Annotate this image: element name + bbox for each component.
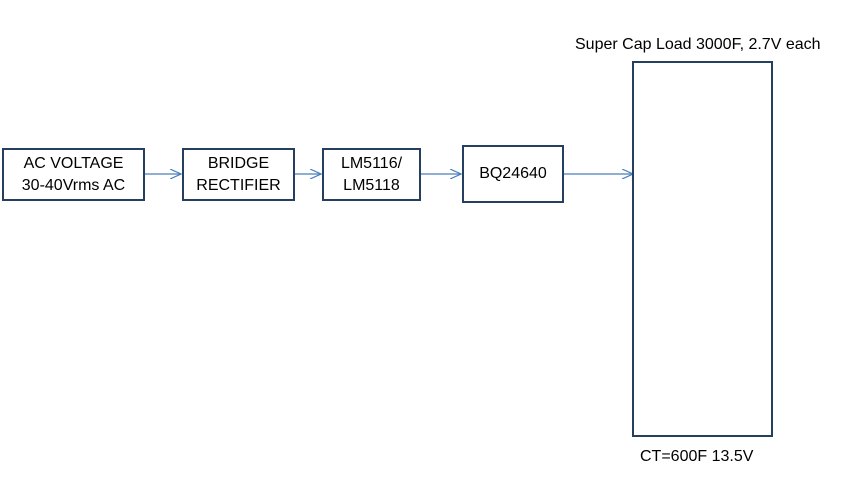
ac-voltage-line-2: 30-40Vrms AC <box>21 176 126 194</box>
super-cap-load-block <box>632 61 773 437</box>
charger-label: BQ24640 <box>479 165 547 182</box>
regulator-block: LM5116/ LM5118 <box>322 148 421 201</box>
total-capacitance-caption: CT=600F 13.5V <box>640 448 754 465</box>
super-cap-load-caption: Super Cap Load 3000F, 2.7V each <box>575 36 821 53</box>
regulator-line-2: LM5118 <box>343 176 400 194</box>
regulator-line-1: LM5116/ <box>340 154 403 172</box>
bridge-rectifier-block: BRIDGE RECTIFIER <box>182 148 295 201</box>
bridge-rectifier-line-2: RECTIFIER <box>196 176 281 194</box>
ac-voltage-block: AC VOLTAGE 30-40Vrms AC <box>2 148 145 201</box>
ac-voltage-line-1: AC VOLTAGE <box>23 154 124 172</box>
bridge-rectifier-line-1: BRIDGE <box>207 154 270 172</box>
charger-block: BQ24640 <box>462 145 564 203</box>
